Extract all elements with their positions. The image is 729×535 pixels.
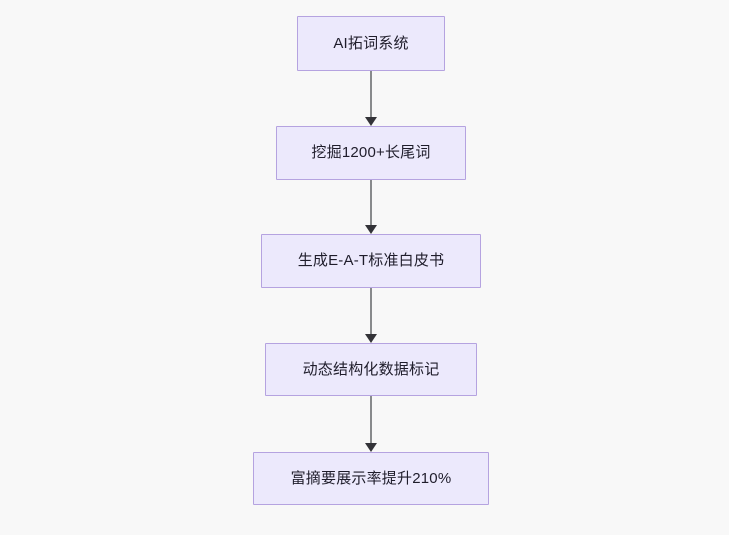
- flow-node-label: 动态结构化数据标记: [302, 360, 440, 378]
- flow-node-label: 挖掘1200+长尾词: [311, 144, 431, 161]
- flow-node-2[interactable]: 挖掘1200+长尾词: [276, 126, 466, 180]
- edge-line: [370, 288, 372, 336]
- flow-node-label: 生成E-A-T标准白皮书: [297, 252, 445, 269]
- flow-node-3[interactable]: 生成E-A-T标准白皮书: [261, 234, 481, 288]
- arrow-head-icon: [365, 443, 377, 452]
- flow-node-label: 富摘要展示率提升210%: [290, 469, 452, 487]
- arrow-head-icon: [365, 225, 377, 234]
- flow-node-label: AI拓词系统: [333, 34, 409, 52]
- edge-line: [370, 396, 372, 445]
- flow-node-5[interactable]: 富摘要展示率提升210%: [253, 452, 489, 505]
- flow-node-4[interactable]: 动态结构化数据标记: [265, 343, 477, 396]
- arrow-head-icon: [365, 334, 377, 343]
- edge-line: [370, 71, 372, 119]
- arrow-head-icon: [365, 117, 377, 126]
- edge-line: [370, 180, 372, 227]
- flow-node-1[interactable]: AI拓词系统: [297, 16, 445, 71]
